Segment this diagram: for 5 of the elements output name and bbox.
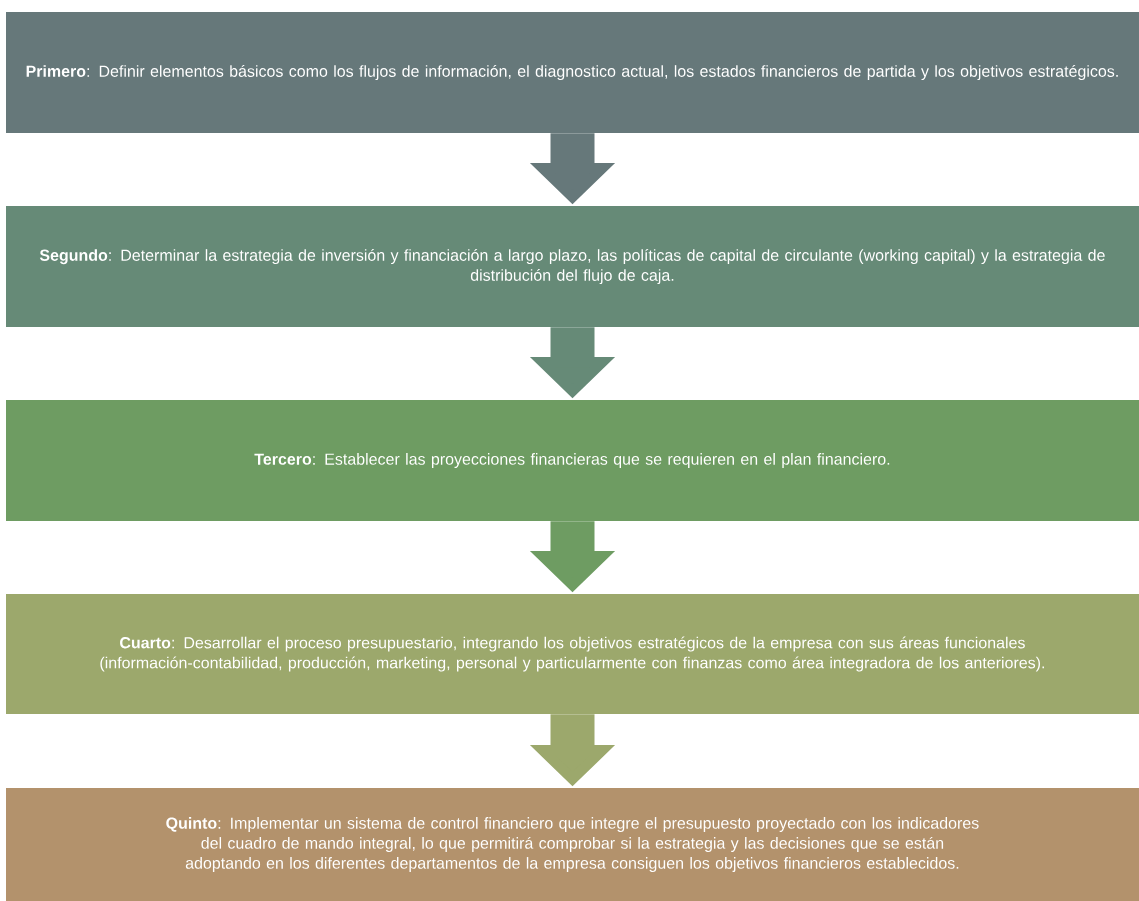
- process-box: Primero: Definir elementos básicos como los flujos de información, el diagnostico actual, los estados financieros de partida y los objetivos estratégicos.: [6, 12, 1139, 133]
- process-box: Tercero: Establecer las proyecciones financieras que se requieren en el plan financiero.: [6, 400, 1139, 521]
- process-box: Segundo: Determinar la estrategia de inversión y financiación a largo plazo, las políticas de capital de circulante (working capital) y la estrategia de distribución del flujo de caja.: [6, 206, 1139, 327]
- process-box: Cuarto: Desarrollar el proceso presupuestario, integrando los objetivos estratégicos de la empresa con sus áreas funcionales (información-contabilidad, producción, marketing, personal y particularmente con finanzas como área integradora de los anteriores).: [6, 594, 1139, 714]
- process-box: Quinto: Implementar un sistema de control financiero que integre el presupuesto proyectado con los indicadores del cuadro de mando integral, lo que permitirá comprobar si la estrategia y las decisiones que se están adoptando en los diferentes departamentos de la empresa consiguen los objetivos financieros establecidos.: [6, 788, 1139, 901]
